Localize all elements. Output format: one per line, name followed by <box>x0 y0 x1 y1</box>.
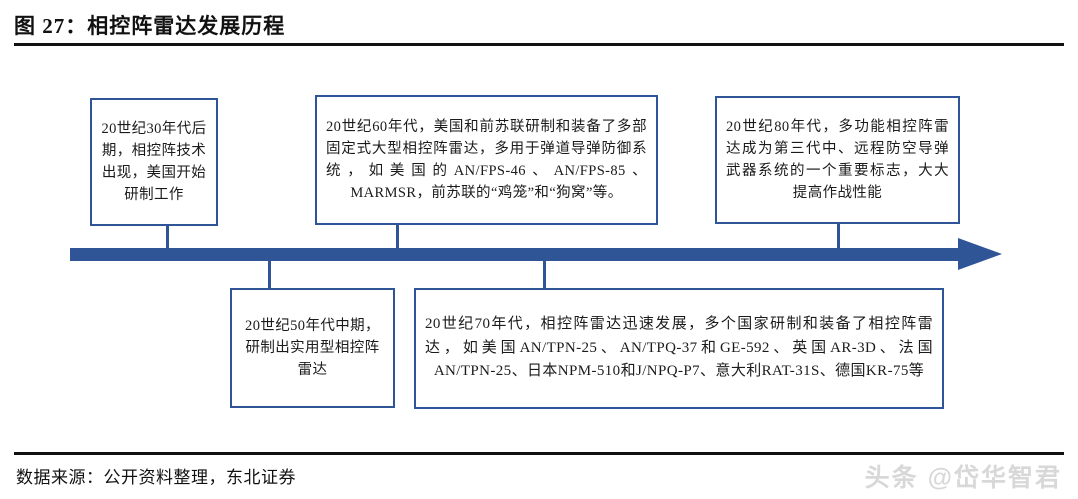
timeline-event-box-1970s[interactable]: 20世纪70年代，相控阵雷达迅速发展，多个国家研制和装备了相控阵雷达，如美国AN… <box>414 288 944 409</box>
timeline-arrow-shaft <box>70 248 965 261</box>
connector-stem-1930s <box>166 226 169 250</box>
source-note: 数据来源：公开资料整理，东北证券 <box>16 468 296 487</box>
title-divider <box>14 43 1064 46</box>
timeline-event-box-1930s[interactable]: 20世纪30年代后期，相控阵技术出现，美国开始研制工作 <box>90 98 218 226</box>
timeline-arrow-head-icon <box>958 238 1002 270</box>
connector-stem-1970s <box>543 260 546 289</box>
timeline-event-text-1980s: 20世纪80年代，多功能相控阵雷达成为第三代中、远程防空导弹武器系统的一个重要标… <box>726 118 949 202</box>
timeline-event-text-1950s: 20世纪50年代中期，研制出实用型相控阵雷达 <box>245 317 380 379</box>
timeline-event-text-1930s: 20世纪30年代后期，相控阵技术出现，美国开始研制工作 <box>101 120 207 204</box>
connector-stem-1960s <box>396 225 399 250</box>
page-title: 图 27：相控阵雷达发展历程 <box>14 14 286 38</box>
footer-divider <box>14 452 1064 455</box>
timeline-event-box-1960s[interactable]: 20世纪60年代，美国和前苏联研制和装备了多部固定式大型相控阵雷达，多用于弹道导… <box>315 95 658 225</box>
timeline-event-box-1950s[interactable]: 20世纪50年代中期，研制出实用型相控阵雷达 <box>230 288 395 408</box>
connector-stem-1950s <box>268 260 271 289</box>
timeline-event-text-1960s: 20世纪60年代，美国和前苏联研制和装备了多部固定式大型相控阵雷达，多用于弹道导… <box>326 118 647 202</box>
timeline-event-text-1970s: 20世纪70年代，相控阵雷达迅速发展，多个国家研制和装备了相控阵雷达，如美国AN… <box>425 315 933 380</box>
connector-stem-1980s <box>837 224 840 250</box>
watermark: 头条 @岱华智君 <box>864 464 1062 492</box>
timeline-event-box-1980s[interactable]: 20世纪80年代，多功能相控阵雷达成为第三代中、远程防空导弹武器系统的一个重要标… <box>715 96 960 224</box>
